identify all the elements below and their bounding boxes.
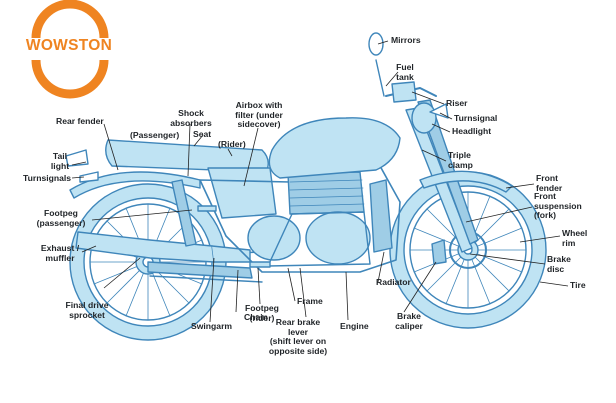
label-headlight: Headlight [452, 126, 492, 136]
label-final-drive: Final drive sprocket [65, 300, 109, 320]
label-front-suspension: Front suspension (fork) [534, 191, 582, 221]
label-seat: Seat [193, 129, 212, 139]
label-triple-clamp: Triple clamp [448, 150, 473, 170]
label-radiator: Radiator [376, 277, 411, 287]
label-rider: (Rider) [218, 139, 246, 149]
label-exhaust: Exhaust / muffler [40, 243, 80, 263]
label-turnsignal-front: Turnsignal [454, 113, 498, 123]
label-fuel-tank: Fuel tank [396, 62, 414, 82]
label-frame: Frame [297, 296, 323, 306]
label-rear-fender: Rear fender [56, 116, 104, 126]
label-airbox: Airbox with filter (under sidecover) [235, 100, 283, 130]
label-chain: Chain [244, 312, 268, 322]
label-footpeg-rider: Footpeg (rider) [245, 303, 279, 323]
label-footpeg-passenger: Footpeg (passenger) [36, 208, 86, 228]
label-mirrors: Mirrors [391, 35, 421, 45]
label-rear-brake: Rear brake lever (shift lever on opposit… [268, 317, 328, 356]
label-turnsignals-rear: Turnsignals [23, 173, 72, 183]
label-engine: Engine [340, 321, 369, 331]
label-brake-caliper: Brake caliper [395, 311, 423, 331]
logo-text: WOWSTON [25, 37, 113, 54]
label-tire: Tire [570, 280, 586, 290]
label-shock-absorbers: Shock absorbers [170, 108, 212, 128]
label-passenger: (Passenger) [130, 130, 180, 140]
label-front-fender: Front fender [536, 173, 563, 193]
label-swingarm: Swingarm [191, 321, 233, 331]
label-wheel-rim: Wheel rim [562, 228, 588, 248]
label-tail-light: Tail light [50, 151, 70, 171]
label-riser: Riser [446, 98, 468, 108]
label-brake-disc: Brake disc [547, 254, 571, 274]
